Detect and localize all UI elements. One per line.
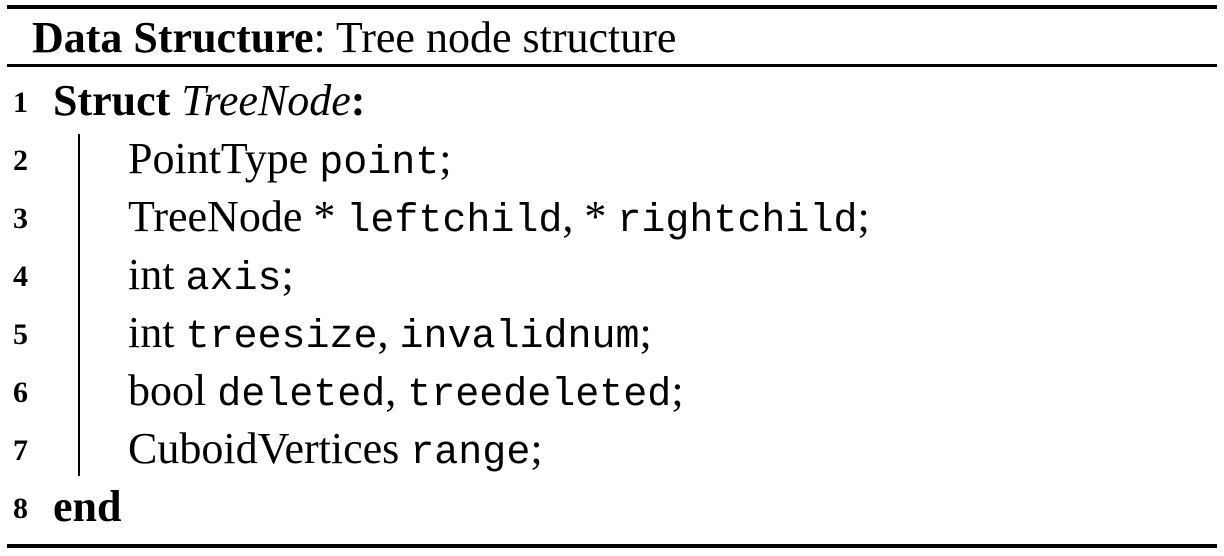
- statement-end: ;: [639, 308, 652, 357]
- algorithm-header: Data Structure: Tree node structure: [32, 8, 676, 64]
- line-number: 2: [13, 144, 28, 177]
- field-name: rightchild: [617, 199, 858, 244]
- field-type: PointType: [128, 134, 309, 183]
- line-number: 4: [13, 260, 28, 293]
- top-rule: [7, 5, 1217, 9]
- line-number: 3: [13, 202, 28, 235]
- code-line-2: 2 PointType point;: [0, 130, 1224, 188]
- header-caption: Tree node structure: [335, 13, 677, 62]
- line-number: 6: [13, 376, 28, 409]
- code-line-5: 5 int treesize, invalidnum;: [0, 304, 1224, 362]
- code-line-6: 6 bool deleted, treedeleted;: [0, 362, 1224, 420]
- struct-scope-bar: [78, 134, 80, 476]
- code-line-4: 4 int axis;: [0, 246, 1224, 304]
- field-name: point: [319, 141, 440, 186]
- line-number: 1: [13, 86, 28, 119]
- pointer-star: *: [313, 192, 336, 241]
- pointer-star: *: [584, 192, 607, 241]
- struct-name: TreeNode: [181, 76, 351, 125]
- statement-end: ;: [439, 134, 452, 183]
- end-keyword: end: [53, 482, 122, 531]
- header-keyword: Data Structure: [32, 13, 314, 62]
- header-rule: [7, 64, 1217, 67]
- field-name: range: [410, 431, 531, 476]
- line-number: 7: [13, 434, 28, 467]
- code-line-3: 3 TreeNode * leftchild, * rightchild;: [0, 188, 1224, 246]
- code-line-1: 1 Struct TreeNode:: [0, 72, 1224, 130]
- code-lines: 1 Struct TreeNode: 2 PointType point; 3 …: [0, 72, 1224, 536]
- line-content: PointType point;: [128, 130, 452, 193]
- field-separator: ,: [377, 308, 389, 357]
- statement-end: ;: [281, 250, 294, 299]
- field-type: CuboidVertices: [128, 424, 400, 473]
- code-line-8: 8 end: [0, 478, 1224, 536]
- field-name: leftchild: [346, 199, 563, 244]
- field-name: deleted: [217, 373, 386, 418]
- field-type: TreeNode: [128, 192, 303, 241]
- field-type: int: [128, 250, 175, 299]
- line-number: 5: [13, 318, 28, 351]
- field-name: treesize: [185, 315, 378, 360]
- field-name: treedeleted: [407, 373, 672, 418]
- struct-keyword: Struct: [53, 76, 171, 125]
- statement-end: ;: [857, 192, 870, 241]
- code-line-7: 7 CuboidVertices range;: [0, 420, 1224, 478]
- line-content: end: [53, 478, 121, 536]
- line-content: Struct TreeNode:: [53, 72, 365, 130]
- line-content: TreeNode * leftchild, * rightchild;: [128, 188, 870, 251]
- statement-end: ;: [671, 366, 684, 415]
- field-type: bool: [128, 366, 207, 415]
- line-content: bool deleted, treedeleted;: [128, 362, 684, 425]
- struct-colon: :: [350, 76, 366, 125]
- field-name: axis: [185, 257, 282, 302]
- line-content: CuboidVertices range;: [128, 420, 543, 483]
- line-number: 8: [13, 492, 28, 525]
- statement-end: ;: [530, 424, 543, 473]
- field-name: invalidnum: [399, 315, 640, 360]
- line-content: int axis;: [128, 246, 294, 309]
- field-type: int: [128, 308, 175, 357]
- header-separator: :: [313, 13, 336, 62]
- field-separator: ,: [385, 366, 397, 415]
- bottom-rule: [7, 544, 1217, 548]
- field-separator: ,: [562, 192, 574, 241]
- line-content: int treesize, invalidnum;: [128, 304, 652, 367]
